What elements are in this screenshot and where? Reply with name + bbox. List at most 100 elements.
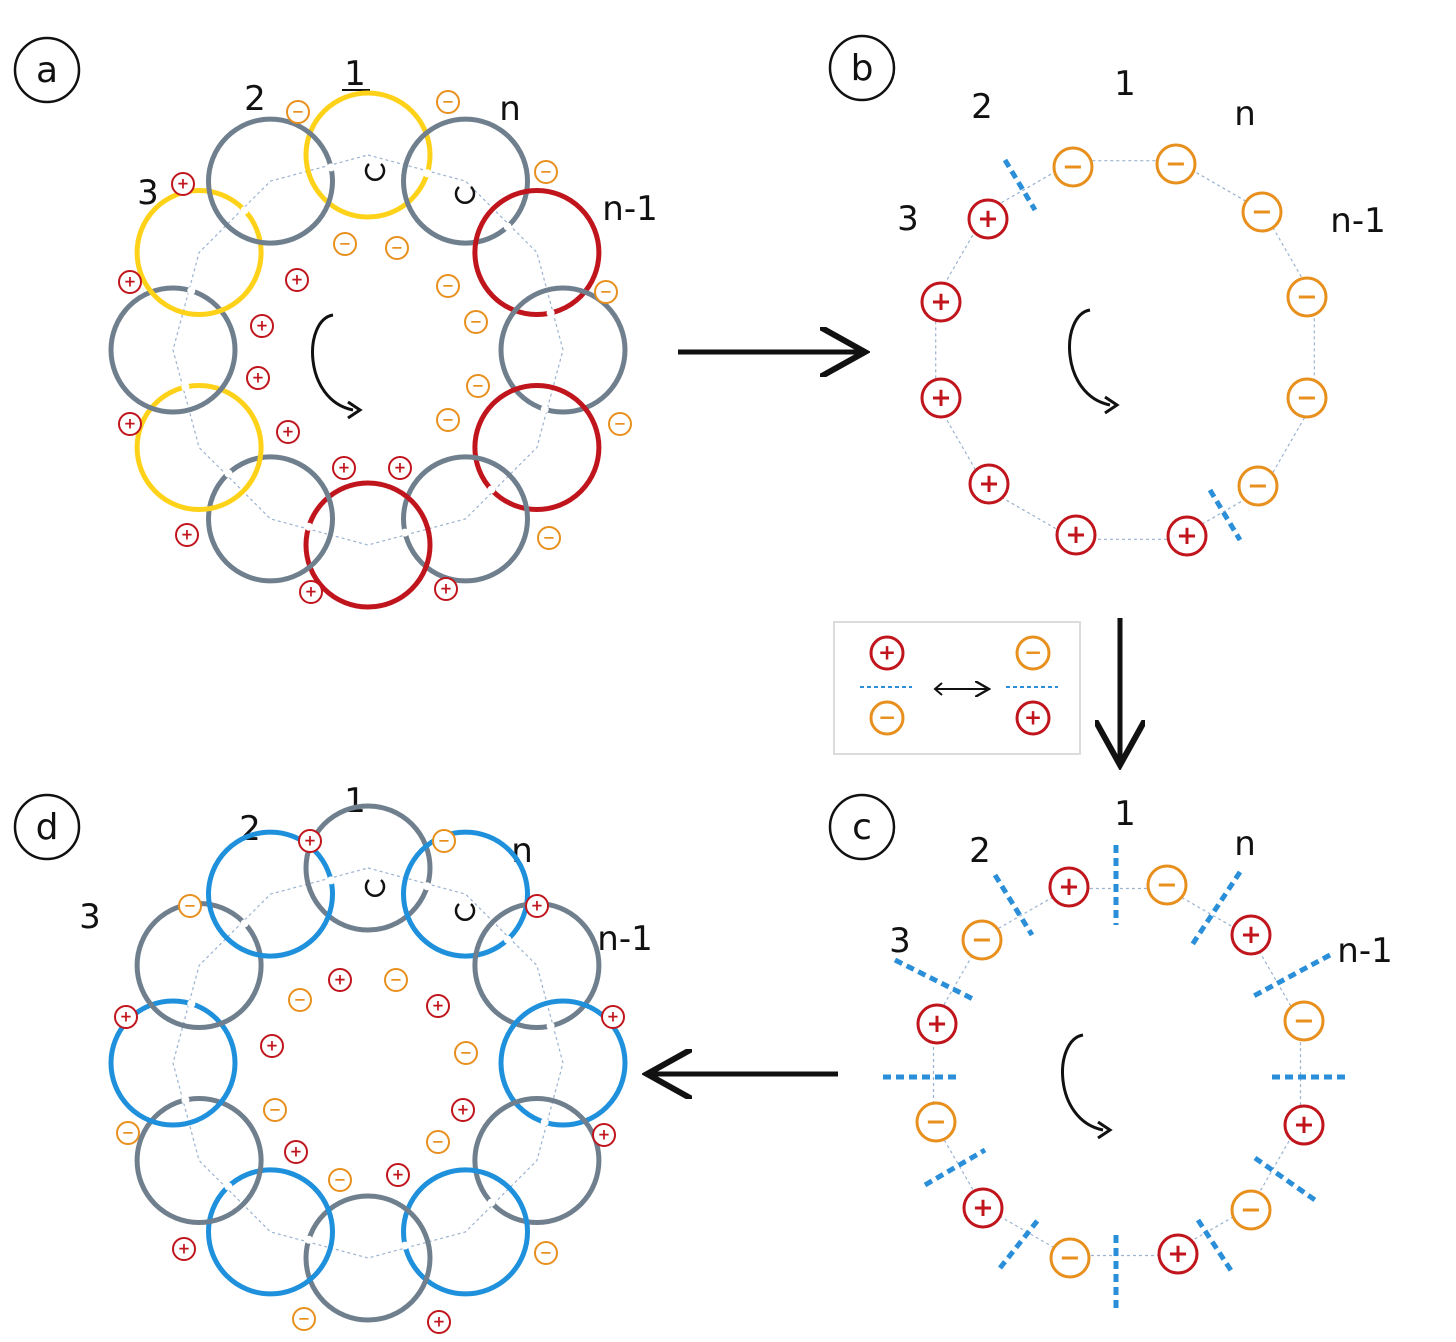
svg-text:−: − <box>460 1044 472 1062</box>
svg-text:+: + <box>124 415 136 433</box>
legend-plus-bottom-right: + <box>1015 700 1051 736</box>
svg-text:−: − <box>1296 383 1317 413</box>
ring-label-1: 1 <box>344 54 366 94</box>
svg-text:+: + <box>1167 1239 1188 1269</box>
ring-label-3: 3 <box>79 897 101 937</box>
ring-unit <box>498 998 628 1128</box>
svg-text:+: + <box>304 832 316 850</box>
plus-charge-icon: + <box>172 1237 196 1261</box>
svg-text:−: − <box>1024 641 1042 666</box>
boundary-dash <box>1195 1218 1235 1274</box>
plus-charge-icon: + <box>250 314 274 338</box>
svg-text:+: + <box>291 271 303 289</box>
ring-unit <box>303 90 433 220</box>
svg-text:+: + <box>181 526 193 544</box>
plus-charge-icon: + <box>1166 515 1208 557</box>
plus-charge-icon: + <box>968 463 1010 505</box>
plus-charge-icon: + <box>118 270 142 294</box>
ring-unit <box>472 1096 602 1225</box>
minus-charge-icon: − <box>1052 146 1094 188</box>
ring-unit <box>401 454 530 584</box>
ring-labels-c: 1 2 3 n n-1 <box>889 794 1393 971</box>
legend-symbols: +−−+ <box>869 635 1051 736</box>
svg-text:−: − <box>184 897 196 915</box>
svg-text:+: + <box>1058 872 1079 902</box>
minus-charge-icon: − <box>385 236 409 260</box>
ring-unit <box>134 1096 264 1225</box>
ring-label-3: 3 <box>137 173 159 213</box>
ring-labels-a: 1 2 3 n n-1 <box>137 54 658 229</box>
ring-unit <box>108 285 238 415</box>
minus-charge-icon: − <box>436 274 460 298</box>
boundary-dash <box>923 1147 987 1188</box>
svg-text:−: − <box>292 103 304 121</box>
ring-label-2: 2 <box>971 87 993 127</box>
ring-unit <box>303 803 433 933</box>
svg-text:−: − <box>1062 152 1083 182</box>
ring-label-n: n <box>1234 94 1256 134</box>
svg-text:+: + <box>334 971 346 989</box>
panel-label-a-text: a <box>36 50 58 91</box>
plus-charge-icon: + <box>284 1140 308 1164</box>
svg-text:+: + <box>1293 1110 1314 1140</box>
svg-text:+: + <box>1240 920 1261 950</box>
plus-charge-icon: + <box>388 456 412 480</box>
small-rotation-icon <box>454 186 476 204</box>
panel-label-c: c <box>828 793 896 861</box>
plus-charge-icon: + <box>285 268 309 292</box>
svg-text:+: + <box>457 1101 469 1119</box>
plus-charge-icon: + <box>386 1163 410 1187</box>
ring-unit <box>472 901 602 1030</box>
svg-text:−: − <box>600 283 612 301</box>
ring-label-1: 1 <box>344 781 366 821</box>
ring-label-1: 1 <box>1114 64 1136 104</box>
minus-charge-icon: − <box>292 1307 316 1331</box>
plus-charge-icon: + <box>451 1098 475 1122</box>
minus-charge-icon: − <box>537 526 561 550</box>
minus-charge-icon: − <box>961 919 1003 961</box>
legend-minus-top-right: − <box>1015 635 1051 671</box>
boundary-dash <box>1207 488 1243 542</box>
svg-text:+: + <box>607 1008 619 1026</box>
ring-unit <box>206 116 335 246</box>
plus-charge-icon: + <box>276 420 300 444</box>
svg-text:+: + <box>433 1313 445 1331</box>
minus-charge-icon: − <box>454 1041 478 1065</box>
svg-text:+: + <box>598 1126 610 1144</box>
svg-text:+: + <box>305 583 317 601</box>
minus-charge-icon: − <box>1049 1237 1091 1279</box>
ring-label-2: 2 <box>969 831 991 871</box>
svg-text:+: + <box>1065 520 1086 550</box>
ring-unit <box>472 188 602 317</box>
minus-charge-icon: − <box>384 968 408 992</box>
svg-text:+: + <box>266 1037 278 1055</box>
panel-c-charge-ring: +−−++−−++−−+ <box>883 845 1350 1312</box>
plus-charge-icon: + <box>260 1034 284 1058</box>
svg-text:+: + <box>252 369 264 387</box>
rotation-arrow-icon <box>1068 308 1111 407</box>
panel-label-b-text: b <box>851 48 874 89</box>
svg-text:−: − <box>442 93 454 111</box>
panel-label-d-text: d <box>36 807 59 848</box>
svg-text:+: + <box>878 641 896 666</box>
ring-unit <box>134 383 264 512</box>
plus-charge-icon: + <box>1230 914 1272 956</box>
plus-charge-icon: + <box>1283 1104 1325 1146</box>
plus-charge-icon: + <box>920 281 962 323</box>
svg-text:−: − <box>294 991 306 1009</box>
ring-unit <box>303 480 433 610</box>
panel-label-b: b <box>828 34 896 102</box>
minus-charge-icon: − <box>1283 1000 1325 1042</box>
rotation-arrow-icon <box>311 313 354 412</box>
ring-unit <box>401 116 530 246</box>
svg-text:+: + <box>392 1166 404 1184</box>
svg-text:−: − <box>269 1101 281 1119</box>
minus-charge-icon: − <box>286 100 310 124</box>
minus-charge-icon: − <box>426 1130 450 1154</box>
small-rotation-icon <box>364 879 386 897</box>
svg-text:+: + <box>338 459 350 477</box>
minus-charge-icon: − <box>432 829 456 853</box>
svg-text:−: − <box>390 971 402 989</box>
boundary-dash <box>998 1218 1040 1270</box>
